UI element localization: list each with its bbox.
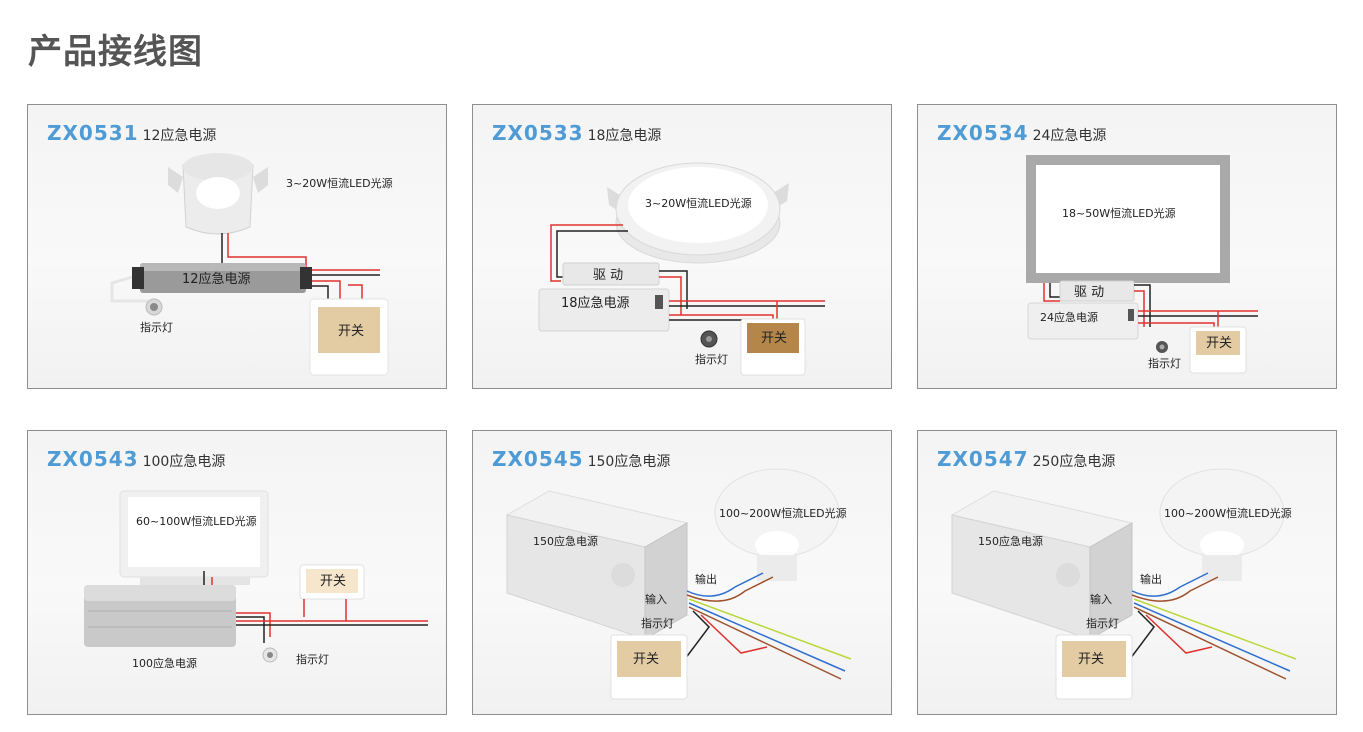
switch-icon: 开关 — [1055, 634, 1133, 700]
output-label: 输出 — [1140, 572, 1162, 586]
switch-icon: 开关 — [299, 564, 365, 600]
model-subtitle: 18应急电源 — [587, 128, 662, 144]
wiring-diagram-zx0547: 150应急电源 100~200W恒流LED光源 输出 输入 指示灯 开关 — [950, 468, 1297, 700]
power-label: 18应急电源 — [561, 295, 630, 311]
power-label: 100应急电源 — [132, 656, 197, 670]
power-supply-icon: 24应急电源 — [1027, 302, 1139, 340]
panel-light-icon — [119, 490, 269, 585]
model-code: ZX0545 — [492, 447, 584, 471]
model-subtitle: 150应急电源 — [587, 454, 671, 470]
model-subtitle: 250应急电源 — [1032, 454, 1116, 470]
indicator-label: 指示灯 — [140, 320, 173, 334]
input-label: 输入 — [645, 592, 667, 606]
indicator-light-icon — [145, 298, 163, 316]
indicator-light-icon — [700, 330, 718, 348]
wiring-diagram-zx0543: 60~100W恒流LED光源 开关 100应急电源 指示灯 — [84, 490, 428, 670]
switch-label: 开关 — [320, 574, 346, 589]
indicator-label: 指示灯 — [695, 352, 728, 366]
indicator-light-icon — [262, 647, 278, 663]
model-subtitle: 100应急电源 — [142, 454, 226, 470]
switch-icon: 开关 — [740, 318, 806, 376]
indicator-light-icon — [1156, 341, 1168, 353]
light-label: 3~20W恒流LED光源 — [286, 176, 393, 190]
power-supply-icon — [84, 585, 236, 647]
power-supply-icon: 12应急电源 — [132, 263, 312, 293]
highbay-light-icon — [714, 468, 840, 581]
model-code: ZX0533 — [492, 121, 584, 145]
light-label: 100~200W恒流LED光源 — [719, 506, 847, 520]
model-code: ZX0531 — [47, 121, 139, 145]
indicator-label: 指示灯 — [641, 616, 674, 630]
driver-icon: 驱 动 — [1059, 280, 1135, 302]
switch-label: 开关 — [338, 324, 364, 339]
power-supply-icon — [950, 490, 1134, 640]
power-supply-icon: 18应急电源 — [538, 288, 670, 332]
switch-icon: 开关 — [610, 634, 688, 700]
input-label: 输入 — [1090, 592, 1112, 606]
downlight-icon — [168, 153, 268, 235]
power-supply-icon — [505, 490, 689, 640]
panel-light-icon — [1026, 155, 1230, 283]
driver-label: 驱 动 — [593, 268, 623, 283]
output-label: 输出 — [695, 572, 717, 586]
switch-label: 开关 — [761, 331, 787, 346]
model-subtitle: 12应急电源 — [142, 128, 217, 144]
light-label: 3~20W恒流LED光源 — [645, 196, 752, 210]
page-title: 产品接线图 — [28, 32, 203, 72]
power-label: 150应急电源 — [978, 534, 1043, 548]
switch-label: 开关 — [1206, 336, 1232, 351]
model-code: ZX0543 — [47, 447, 139, 471]
model-subtitle: 24应急电源 — [1032, 128, 1107, 144]
light-label: 60~100W恒流LED光源 — [136, 514, 257, 528]
indicator-label: 指示灯 — [1148, 356, 1181, 370]
model-code: ZX0534 — [937, 121, 1029, 145]
light-label: 18~50W恒流LED光源 — [1062, 206, 1176, 220]
downlight-icon — [607, 162, 789, 264]
indicator-label: 指示灯 — [296, 652, 329, 666]
switch-label: 开关 — [1078, 652, 1104, 667]
switch-icon: 开关 — [1189, 326, 1247, 374]
wiring-diagram-zx0545: 150应急电源 100~200W恒流LED光源 输出 输入 指示灯 开关 — [505, 468, 852, 700]
light-label: 100~200W恒流LED光源 — [1164, 506, 1292, 520]
driver-icon: 驱 动 — [562, 262, 660, 286]
indicator-label: 指示灯 — [1086, 616, 1119, 630]
wiring-diagram-zx0533: 3~20W恒流LED光源 驱 动 18应急电源 指示灯 开关 — [538, 162, 825, 376]
power-label: 12应急电源 — [182, 271, 251, 287]
driver-label: 驱 动 — [1074, 285, 1104, 300]
switch-label: 开关 — [633, 652, 659, 667]
wiring-diagram-zx0531: 3~20W恒流LED光源 12应急电源 指示灯 开关 — [110, 153, 393, 376]
power-label: 24应急电源 — [1040, 310, 1098, 324]
wiring-diagram-zx0534: 18~50W恒流LED光源 驱 动 24应急电源 指示灯 开关 — [1026, 155, 1258, 374]
highbay-light-icon — [1159, 468, 1285, 581]
switch-icon: 开关 — [309, 298, 389, 376]
power-label: 150应急电源 — [533, 534, 598, 548]
model-code: ZX0547 — [937, 447, 1029, 471]
